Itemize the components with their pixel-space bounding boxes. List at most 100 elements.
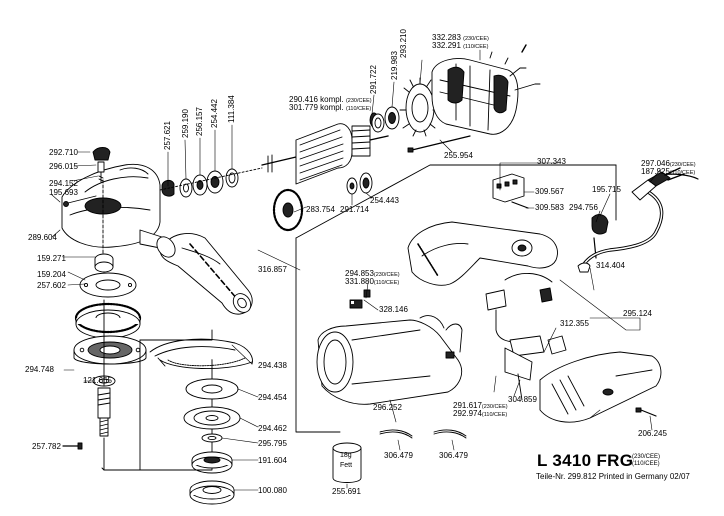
label-331-880: 331.880(110/CEE) (345, 278, 399, 287)
label-294-853-variant: (230/CEE) (373, 272, 400, 278)
label-307-343: 307.343 (537, 157, 566, 166)
label-111-384: 111.384 (227, 95, 236, 123)
spindle-lock-parts (63, 147, 111, 207)
end-cover (539, 351, 662, 423)
label-296-252: 296.252 (373, 403, 402, 412)
switch-block (492, 173, 529, 209)
label-328-146: 328.146 (379, 305, 408, 314)
label-100-080: 100.080 (258, 486, 287, 495)
label-297-046-variant: (230/CEE) (669, 162, 696, 168)
label-332-283-number: 332.283 (432, 33, 461, 42)
motor-housing (316, 315, 463, 405)
label-294-462: 294.462 (258, 424, 287, 433)
label-121-665: 121.665 (83, 376, 112, 385)
label-290-416-number: 290.416 kompl. (289, 95, 344, 104)
electronics-module (485, 273, 567, 401)
model-variants: (230/CEE)(110/CEE) (632, 454, 660, 467)
label-187-925-number: 187.925 (641, 167, 670, 176)
label-332-291-variant: (110/CEE) (463, 44, 489, 50)
label-283-754: 283.754 (306, 205, 335, 214)
label-294-756: 294.756 (569, 203, 598, 212)
label-255-691: 255.691 (332, 487, 361, 496)
label-297-046-number: 297.046 (641, 159, 670, 168)
label-331-880-number: 331.880 (345, 277, 374, 286)
label-254-442: 254.442 (210, 99, 219, 128)
label-295-124: 295.124 (623, 309, 652, 318)
model-variant-230: (230/CEE) (632, 454, 661, 460)
label-296-015: 296.015 (49, 162, 78, 171)
grease-content: Fett (340, 462, 353, 469)
power-cord (577, 167, 699, 273)
label-295-795: 295.795 (258, 439, 287, 448)
label-195-693: 195.693 (49, 188, 78, 197)
label-332-291: 332.291 (110/CEE) (432, 42, 488, 51)
label-187-925: 187.925(110/CEE) (641, 168, 695, 177)
label-301-779: 301.779 kompl. (110/CEE) (289, 104, 371, 113)
label-159-271: 159.271 (37, 254, 66, 263)
label-294-748: 294.748 (25, 365, 54, 374)
label-206-245: 206.245 (638, 429, 667, 438)
label-294-454: 294.454 (258, 393, 287, 402)
bevel-gear (74, 302, 142, 339)
flange-nut-stack (183, 378, 241, 505)
gear-head-housing (61, 163, 166, 249)
label-255-954: 255.954 (444, 151, 473, 160)
label-259-190: 259.190 (181, 109, 190, 138)
label-291-617-variant: (230/CEE) (481, 404, 508, 410)
bearing-flange (73, 335, 147, 365)
label-316-857: 316.857 (258, 265, 287, 274)
label-292-710: 292.710 (49, 148, 78, 157)
label-291-722: 291.722 (369, 65, 378, 94)
fan (272, 188, 304, 232)
label-219-983: 219.983 (390, 51, 399, 80)
auxiliary-handle (156, 233, 253, 315)
label-292-974-variant: (110/CEE) (481, 412, 508, 418)
label-306-479-a: 306.479 (384, 451, 413, 460)
armature (261, 112, 389, 185)
label-290-416-variant: (230/CEE) (345, 98, 372, 104)
bearing-stack (79, 253, 137, 298)
label-159-204: 159.204 (37, 270, 66, 279)
label-331-880-variant: (110/CEE) (373, 280, 400, 286)
label-297-046: 297.046(230/CEE) (641, 160, 696, 169)
label-294-853: 294.853(230/CEE) (345, 270, 400, 279)
label-289-604: 289.604 (28, 233, 57, 242)
label-332-283: 332.283 (230/CEE) (432, 34, 489, 43)
label-294-853-number: 294.853 (345, 269, 374, 278)
label-312-355: 312.355 (560, 319, 589, 328)
label-306-479-b: 306.479 (439, 451, 468, 460)
label-294-152: 294.152 (49, 179, 78, 188)
label-314-404: 314.404 (596, 261, 625, 270)
label-291-617-number: 291.617 (453, 401, 482, 410)
model-title: L 3410 FRG (537, 451, 634, 470)
grease-tin (332, 442, 362, 483)
label-294-438: 294.438 (258, 361, 287, 370)
label-257-621: 257.621 (163, 121, 172, 150)
handle-housing (407, 221, 558, 286)
spindle (97, 387, 111, 437)
label-332-291-number: 332.291 (432, 41, 461, 50)
label-292-974-number: 292.974 (453, 409, 482, 418)
label-301-779-number: 301.779 kompl. (289, 103, 344, 112)
part-number-footer: Teile-Nr. 299.812 Printed in Germany 02/… (536, 472, 690, 481)
label-191-604: 191.604 (258, 456, 287, 465)
label-309-567: 309.567 (535, 187, 564, 196)
model-variant-110: (110/CEE) (632, 460, 660, 467)
grease-amount: 18g (340, 452, 352, 459)
label-332-283-variant: (230/CEE) (463, 36, 489, 42)
label-291-714: 291.714 (340, 205, 369, 214)
label-304-859: 304.859 (508, 395, 537, 404)
label-291-617: 291.617(230/CEE) (453, 402, 508, 411)
label-301-779-variant: (110/CEE) (345, 106, 372, 112)
label-290-416: 290.416 kompl. (230/CEE) (289, 96, 372, 105)
label-195-715: 195.715 (592, 185, 621, 194)
stator (431, 44, 541, 135)
label-256-157: 256.157 (195, 107, 204, 136)
label-254-443: 254.443 (370, 196, 399, 205)
label-293-210: 293.210 (399, 29, 408, 58)
label-257-602: 257.602 (37, 281, 66, 290)
label-187-925-variant: (110/CEE) (669, 170, 696, 176)
wheel-guard (149, 338, 253, 369)
